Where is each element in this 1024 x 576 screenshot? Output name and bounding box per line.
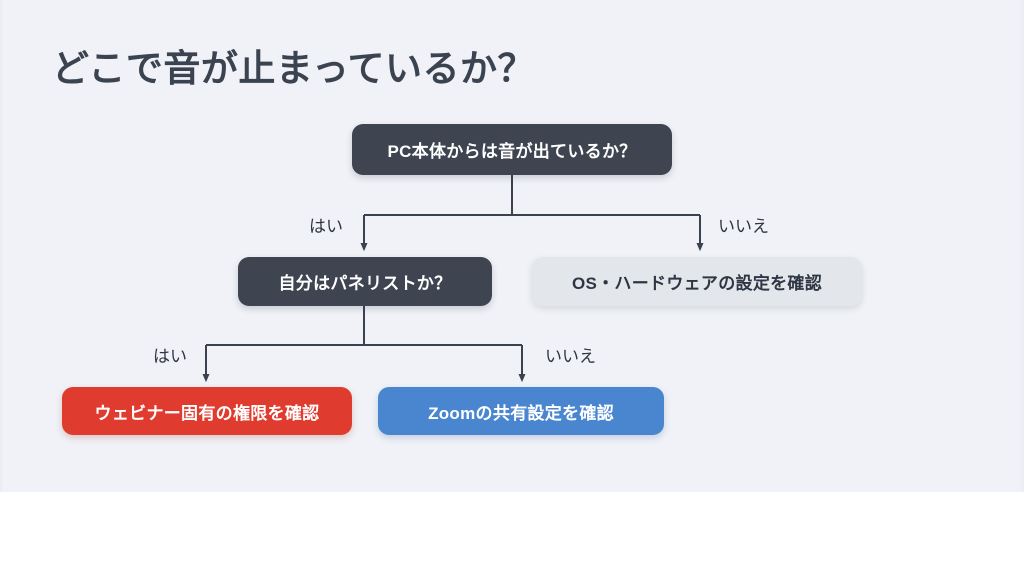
edge-label-panelist-yes: はい [153,347,187,366]
page-title: どこで音が止まっているか？ [52,48,536,89]
page-footer-area [0,492,1024,576]
node-webinar-permission-check[interactable]: ウェビナー固有の権限を確認 [62,387,352,435]
edge-label-panelist-no: いいえ [545,347,596,366]
node-root-question[interactable]: PC本体からは音が出ているか？ [352,124,672,175]
node-os-hardware-check[interactable]: OS・ハードウェアの設定を確認 [532,257,862,306]
edge-label-root-no: いいえ [718,217,769,236]
node-panelist-question[interactable]: 自分はパネリストか？ [238,257,492,306]
edge-label-root-yes: はい [309,217,343,236]
node-zoom-share-settings-check[interactable]: Zoomの共有設定を確認 [378,387,664,435]
